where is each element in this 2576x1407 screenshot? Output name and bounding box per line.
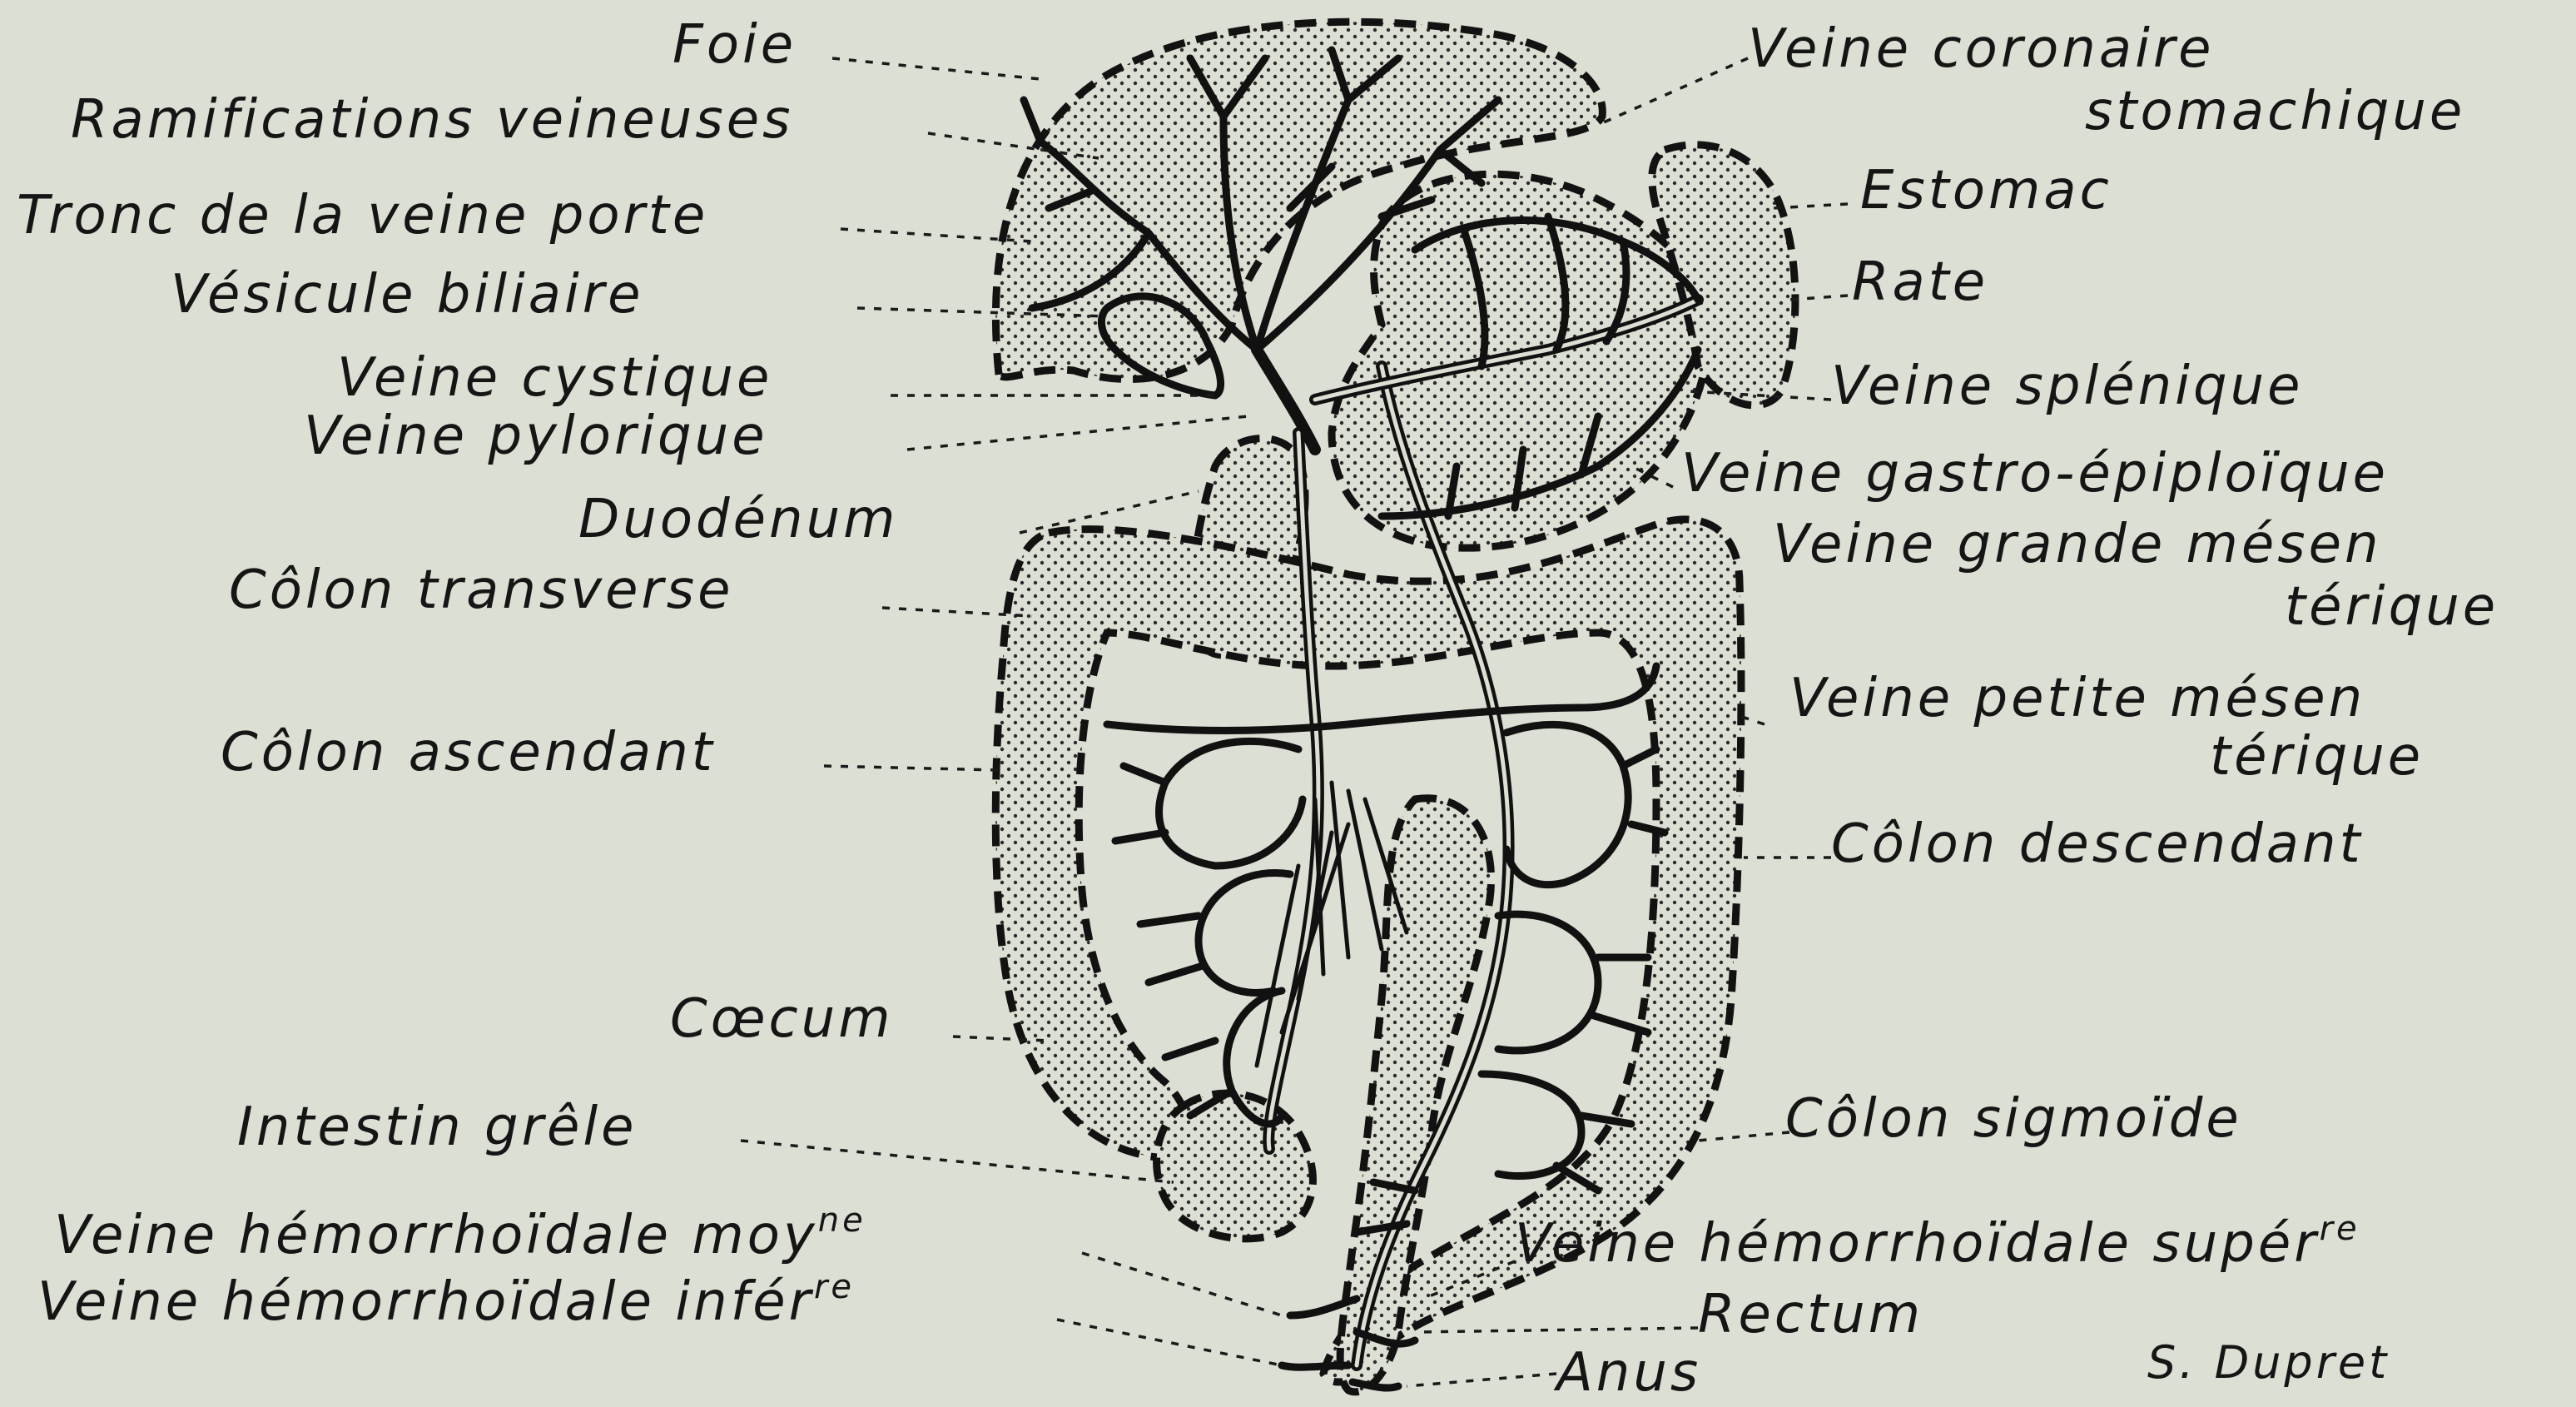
label-vesicule-biliaire: Vésicule biliaire (171, 264, 643, 326)
portal-trunk (1257, 350, 1315, 450)
labels-left: Foie Ramifications veineuses Tronc de la… (17, 14, 898, 1333)
label-foie: Foie (673, 14, 797, 76)
label-anus: Anus (1553, 1342, 1701, 1404)
label-colon-descendant: Côlon descendant (1831, 813, 2364, 875)
label-colon-sigmoide: Côlon sigmoïde (1785, 1088, 2242, 1150)
label-colon-transverse: Côlon transverse (229, 559, 734, 621)
label-colon-ascendant: Côlon ascendant (221, 722, 716, 783)
transverse-arcade (1107, 666, 1656, 731)
label-rate: Rate (1852, 251, 1988, 313)
label-veine-hemorrhoidale-inferieure: Veine hémorrhoïdale inférre (37, 1268, 855, 1333)
signature: S. Dupret (2147, 1336, 2390, 1389)
label-rectum: Rectum (1698, 1284, 1923, 1345)
label-veine-hemorrhoidale-moyenne: Veine hémorrhoïdale moyne (54, 1201, 866, 1266)
label-veine-pylorique: Veine pylorique (304, 405, 768, 467)
label-veine-grande-mesenterique: Veine grande mésen (1773, 514, 2382, 575)
label-duodenum: Duodénum (578, 489, 898, 550)
label-veine-coronaire: Veine coronaire (1748, 18, 2215, 80)
label-petite-mesenterique-suffix: térique (2210, 726, 2424, 788)
label-stomachique: stomachique (2085, 81, 2465, 142)
label-veine-cystique: Veine cystique (337, 347, 772, 409)
label-estomac: Estomac (1860, 160, 2112, 221)
small-intestine-shape (1157, 1093, 1313, 1239)
label-coecum: Cœcum (670, 988, 894, 1050)
label-veine-petite-mesenterique: Veine petite mésen (1789, 668, 2365, 729)
label-veine-hemorrhoidale-superieure: Veine hémorrhoïdale supérre (1515, 1210, 2360, 1275)
label-intestin-grele: Intestin grêle (237, 1096, 638, 1158)
label-veine-gastro-epiploique: Veine gastro-épiploïque (1681, 443, 2389, 505)
label-tronc-veine-porte: Tronc de la veine porte (17, 185, 708, 246)
label-veine-splenique: Veine splénique (1831, 355, 2304, 417)
label-grande-mesenterique-suffix: térique (2285, 576, 2499, 638)
label-ramifications-veineuses: Ramifications veineuses (71, 89, 793, 151)
